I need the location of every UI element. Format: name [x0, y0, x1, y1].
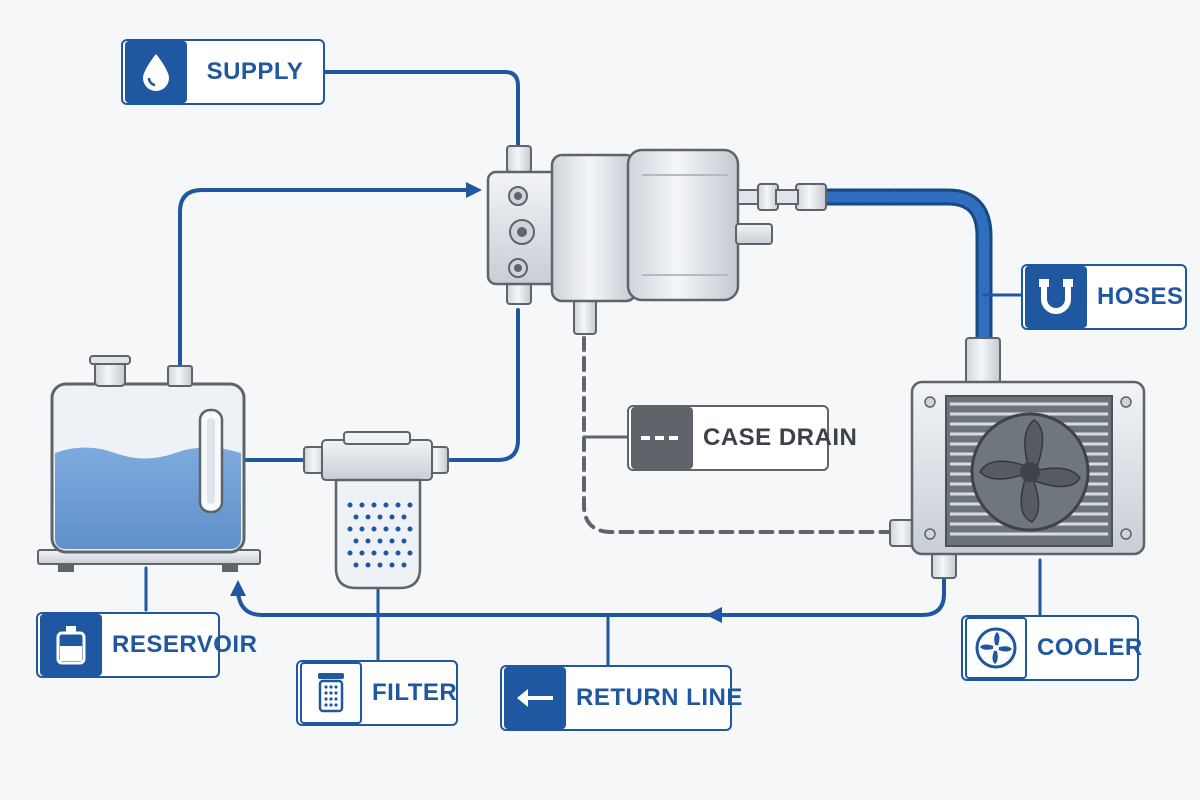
- return-line-callout: RETURN LINE: [500, 665, 742, 731]
- hoses-callout: HOSES: [1021, 264, 1187, 330]
- hose-line: [813, 188, 993, 347]
- case-drain-callout: CASE DRAIN: [627, 405, 857, 471]
- filter-pump-line: [444, 308, 520, 462]
- water-drop-icon: [125, 41, 187, 103]
- cooler-unit: [889, 337, 1146, 579]
- reservoir-callout: RESERVOIR: [36, 612, 257, 678]
- supply-label: SUPPLY: [206, 58, 304, 85]
- filter-label: FILTER: [372, 679, 458, 706]
- arrow-left-icon: [504, 667, 566, 729]
- supply-callout: SUPPLY: [121, 39, 325, 105]
- dashed-line-icon: [631, 407, 693, 469]
- tank-icon: [40, 614, 102, 676]
- filter-cartridge-icon: [300, 662, 362, 724]
- case-drain-label: CASE DRAIN: [703, 424, 858, 451]
- reservoir-tank: [37, 355, 261, 572]
- return-line-label: RETURN LINE: [576, 684, 743, 711]
- cooler-label: COOLER: [1037, 634, 1143, 661]
- filter-unit: [303, 431, 449, 590]
- pump-assembly: [486, 145, 827, 335]
- return-arrow-mid: [706, 607, 722, 623]
- suction-line: [178, 188, 472, 367]
- case-drain-line: [582, 336, 894, 534]
- return-line-path: [236, 576, 946, 617]
- cooler-fan: [979, 419, 1081, 523]
- filter-perforations: [347, 502, 413, 568]
- cooler-callout: COOLER: [961, 615, 1142, 681]
- fan-icon: [965, 617, 1027, 679]
- return-arrow-end: [230, 580, 246, 596]
- reservoir-label: RESERVOIR: [112, 631, 258, 658]
- suction-arrow: [466, 182, 482, 198]
- filter-callout: FILTER: [296, 660, 458, 726]
- u-hose-icon: [1025, 266, 1087, 328]
- pipes: [144, 70, 1042, 667]
- hoses-label: HOSES: [1097, 283, 1184, 310]
- supply-line: [323, 70, 520, 150]
